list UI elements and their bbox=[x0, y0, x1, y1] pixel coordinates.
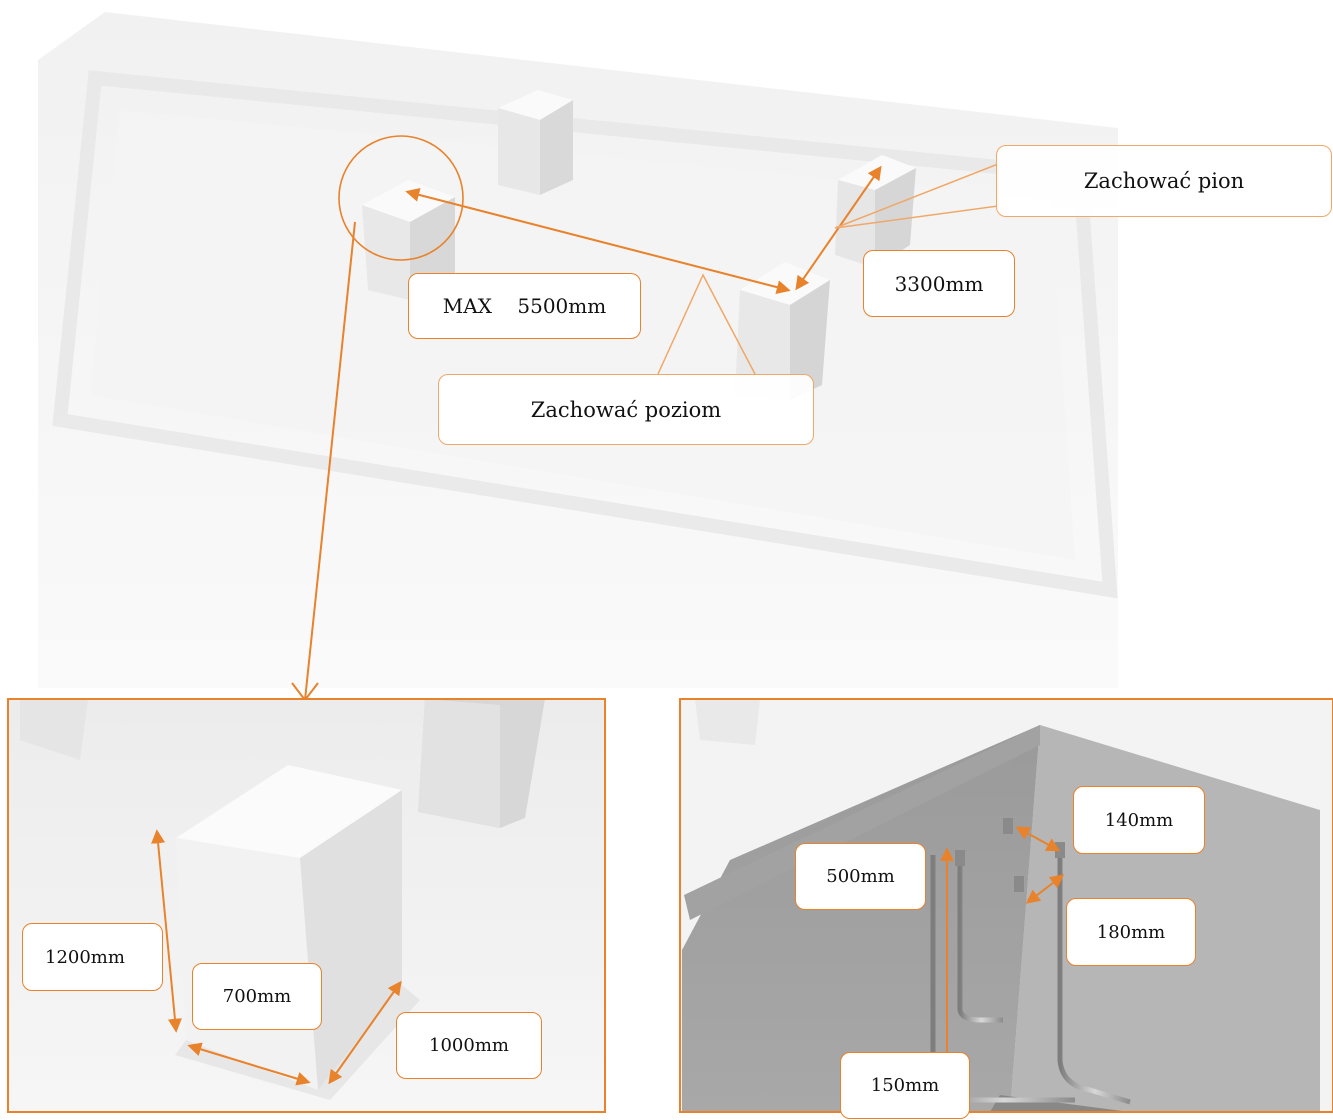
max-spacing-arrow bbox=[405, 188, 791, 294]
vertical-note-callout: Zachować pion bbox=[996, 145, 1332, 217]
max-spacing-label: MAX 5500mm bbox=[442, 294, 607, 318]
height-arrow bbox=[151, 829, 182, 1033]
spacing-b-callout: 3300mm bbox=[863, 250, 1015, 317]
horizontal-note-callout: Zachować poziom bbox=[438, 374, 814, 445]
width-arrow bbox=[187, 1042, 311, 1086]
width-label: 700mm bbox=[222, 986, 292, 1007]
horizontal-note-label: Zachować poziom bbox=[530, 397, 722, 422]
spacing-b-label: 3300mm bbox=[894, 271, 984, 296]
anchor-spacing-b-arrow bbox=[1025, 874, 1065, 904]
horizontal-note-leader bbox=[657, 273, 756, 375]
height-label: 1200mm bbox=[45, 946, 125, 968]
detail-leader-line bbox=[304, 221, 356, 701]
anchor-detail-panel bbox=[679, 698, 1333, 1113]
anchor-hook-label: 150mm bbox=[870, 1075, 940, 1096]
anchor-spacing-b-label: 180mm bbox=[1096, 921, 1166, 943]
anchor-length-callout: 500mm bbox=[795, 843, 926, 910]
depth-arrow bbox=[328, 980, 402, 1085]
anchor-spacing-a-callout: 140mm bbox=[1073, 786, 1205, 854]
height-callout: 1200mm bbox=[22, 923, 163, 991]
depth-label: 1000mm bbox=[429, 1035, 509, 1056]
width-callout: 700mm bbox=[192, 963, 322, 1030]
anchor-hook-callout: 150mm bbox=[840, 1052, 970, 1119]
foundation-slab bbox=[38, 12, 1118, 688]
vertical-note-label: Zachować pion bbox=[1083, 169, 1245, 193]
depth-callout: 1000mm bbox=[396, 1012, 542, 1079]
anchor-length-label: 500mm bbox=[826, 866, 895, 887]
anchor-spacing-b-callout: 180mm bbox=[1066, 898, 1196, 966]
pillar-back bbox=[498, 90, 573, 195]
max-spacing-callout: MAX 5500mm bbox=[408, 273, 641, 339]
anchor-spacing-a-label: 140mm bbox=[1104, 809, 1174, 831]
anchor-spacing-a-arrow bbox=[1015, 826, 1061, 852]
